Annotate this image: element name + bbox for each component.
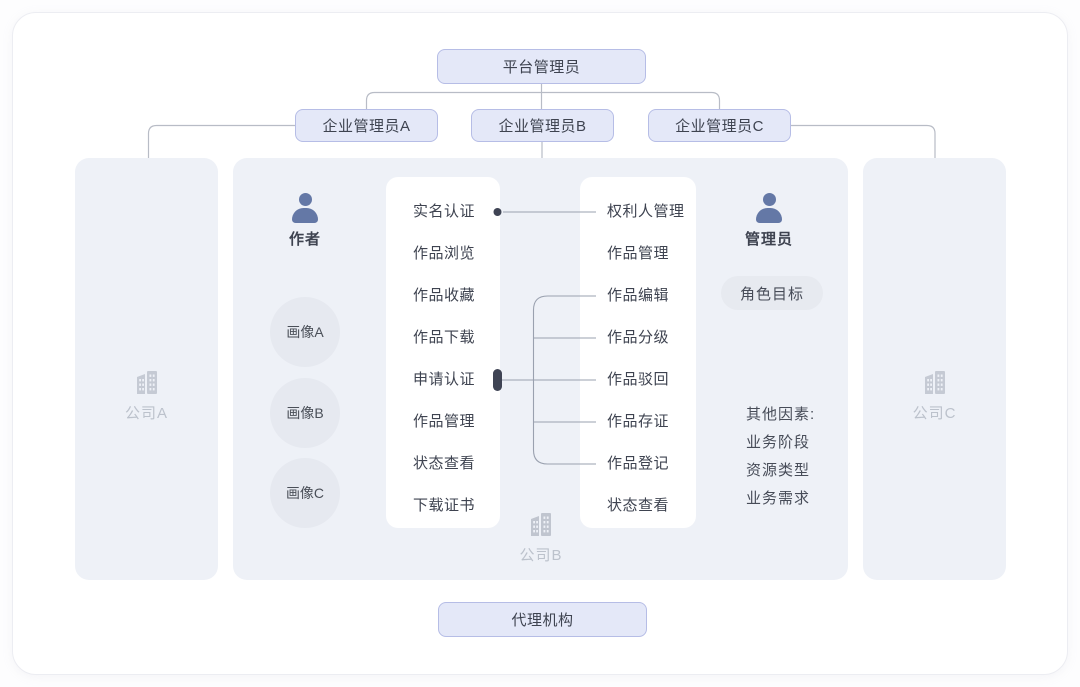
role-manager: 管理员 <box>734 193 804 249</box>
list-item: 作品驳回 <box>607 371 670 388</box>
node-enterprise-admin-a: 企业管理员A <box>295 109 438 142</box>
list-item: 实名认证 <box>413 203 476 220</box>
building-icon <box>924 371 945 394</box>
list-item: 作品管理 <box>607 245 670 262</box>
author-label: 作者 <box>288 231 321 248</box>
panel-company-b: 作者 画像A 画像B 画像C 实名认证 作品浏览 作品收藏 作品下载 申请认证 … <box>233 158 848 580</box>
panel-company-c: 公司C <box>863 158 1006 580</box>
company-a-label: 公司A <box>124 405 168 422</box>
factor-item: 资源类型 <box>746 462 811 479</box>
list-item: 作品浏览 <box>413 245 476 262</box>
other-factors-title: 其他因素: <box>746 406 816 423</box>
list-item: 申请认证 <box>413 371 476 388</box>
list-item: 状态查看 <box>413 455 476 472</box>
list-item: 下载证书 <box>413 497 476 514</box>
list-item: 权利人管理 <box>607 203 685 220</box>
role-author: 作者 <box>270 193 340 249</box>
building-icon <box>136 371 157 394</box>
list-item: 作品分级 <box>607 329 670 346</box>
company-b-label: 公司B <box>519 547 563 564</box>
person-head-shape <box>298 193 312 206</box>
person-body-shape <box>292 208 318 223</box>
node-enterprise-admin-b: 企业管理员B <box>471 109 614 142</box>
manager-actions-card: 权利人管理 作品管理 作品编辑 作品分级 作品驳回 作品存证 作品登记 状态查看 <box>580 177 696 528</box>
list-item: 作品下载 <box>413 329 476 346</box>
role-goal-badge: 角色目标 <box>721 276 823 310</box>
building-icon <box>531 513 551 536</box>
company-b-tag: 公司B <box>509 510 573 565</box>
company-c-tag: 公司C <box>863 368 1006 423</box>
company-a-tag: 公司A <box>75 368 218 423</box>
list-item: 状态查看 <box>607 497 670 514</box>
node-agency: 代理机构 <box>438 602 647 637</box>
portrait-a-circle: 画像A <box>270 297 340 367</box>
manager-person-icon <box>755 193 783 223</box>
company-c-label: 公司C <box>912 405 957 422</box>
list-item: 作品编辑 <box>607 287 670 304</box>
portrait-c-circle: 画像C <box>270 458 340 528</box>
manager-label: 管理员 <box>744 231 793 248</box>
list-item: 作品登记 <box>607 455 670 472</box>
person-head-shape <box>762 193 776 206</box>
node-enterprise-admin-c: 企业管理员C <box>648 109 791 142</box>
panel-company-a: 公司A <box>75 158 218 580</box>
list-item: 作品管理 <box>413 413 476 430</box>
node-platform-admin: 平台管理员 <box>437 49 646 84</box>
portrait-b-circle: 画像B <box>270 378 340 448</box>
other-factors-block: 其他因素: 业务阶段 资源类型 业务需求 <box>746 404 815 516</box>
list-item: 作品收藏 <box>413 287 476 304</box>
author-actions-card: 实名认证 作品浏览 作品收藏 作品下载 申请认证 作品管理 状态查看 下载证书 <box>386 177 500 528</box>
person-body-shape <box>756 208 782 223</box>
factor-item: 业务阶段 <box>746 434 811 451</box>
author-person-icon <box>291 193 319 223</box>
list-item: 作品存证 <box>607 413 670 430</box>
factor-item: 业务需求 <box>746 490 811 507</box>
